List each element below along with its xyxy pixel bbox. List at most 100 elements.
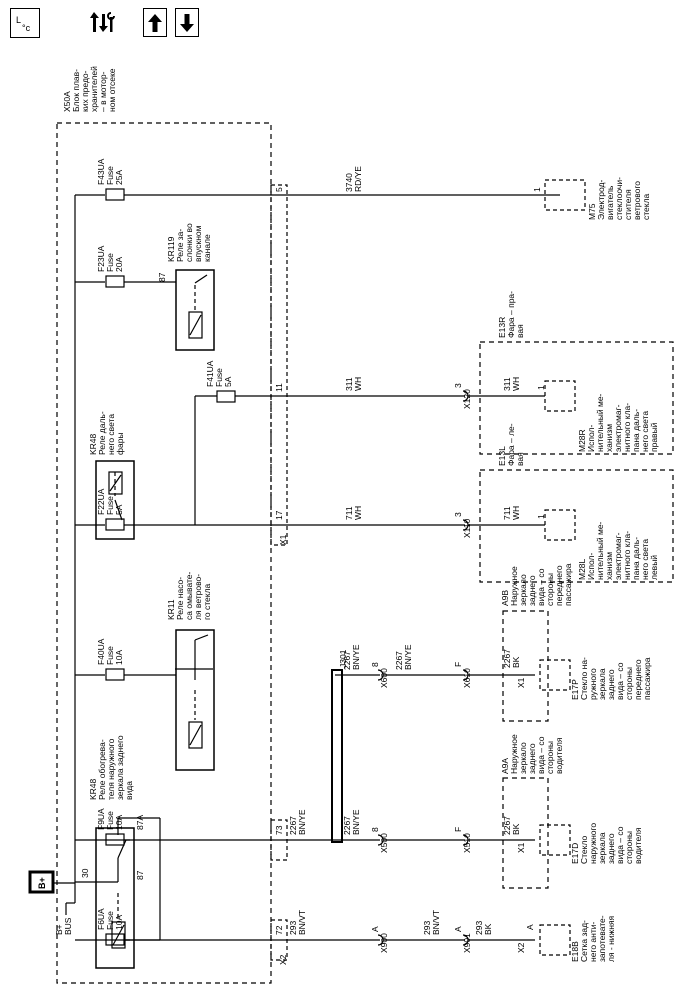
- component-desc: зеркала: [597, 668, 607, 700]
- component-ref: E17D: [570, 843, 580, 864]
- relay-pin-87: 87: [157, 272, 167, 282]
- fuse-label: 10A: [114, 915, 124, 930]
- pin-number: 17: [274, 510, 284, 520]
- fuse-label: F23UA: [96, 245, 106, 272]
- assembly-desc: вая: [515, 452, 525, 466]
- assembly-desc: Фара – пра-: [506, 291, 516, 338]
- relay-desc: теля наружного: [106, 738, 116, 800]
- wire-label: WH: [353, 506, 363, 520]
- assembly-desc: зеркало: [518, 742, 528, 774]
- fuse-block-title: Блок плав-: [71, 69, 81, 112]
- up-button[interactable]: [143, 8, 167, 37]
- relay-desc: го стекла: [202, 583, 212, 620]
- wire-label: 2267: [502, 649, 512, 668]
- component-desc: стороны: [624, 831, 634, 864]
- legend-button[interactable]: L °c: [10, 8, 40, 38]
- wire-label: BK: [483, 923, 493, 935]
- assembly-ref: A9B: [500, 590, 510, 606]
- component-desc: нитного кла-: [622, 531, 632, 580]
- pin-number: 11: [274, 383, 284, 392]
- connector-x2-label: X2: [278, 954, 288, 965]
- arrow-down-icon: [180, 13, 194, 32]
- component-desc: него света: [640, 539, 650, 580]
- connector-pin: 3: [453, 512, 463, 517]
- assembly-desc: стороны: [545, 573, 555, 606]
- fuse-block-title: ких предо-: [80, 70, 90, 112]
- wire-label: 293: [288, 921, 298, 935]
- wire-label: 293: [422, 921, 432, 935]
- assembly-desc: заднего: [527, 743, 537, 774]
- splice-label: J301: [338, 649, 348, 668]
- fuse-label: 25A: [114, 170, 124, 185]
- connector-ref: X1: [516, 842, 526, 853]
- component-desc: Сетка зад-: [579, 920, 589, 962]
- wire-label: BN/YE: [351, 809, 361, 835]
- connector-ref: X120: [462, 389, 472, 409]
- connector-pin: 3: [453, 383, 463, 388]
- down-button[interactable]: [175, 8, 199, 37]
- component-desc: электромаг-: [613, 404, 623, 452]
- fuse-block-ref: X50A: [62, 91, 72, 112]
- connector-pin: A: [453, 926, 463, 932]
- assembly-desc: заднего: [527, 575, 537, 606]
- component-desc: нительный ме-: [595, 521, 605, 580]
- component-desc: стекла: [641, 193, 651, 220]
- fuse-label: Fuse: [105, 811, 115, 830]
- wire-label: 2267: [342, 651, 352, 670]
- relay-ref: KR48: [88, 433, 98, 455]
- relay-desc: ля ветрово-: [193, 574, 203, 620]
- component-desc: запотевате-: [597, 915, 607, 962]
- wire-label: 311: [344, 377, 354, 391]
- wire-label: BK: [511, 823, 521, 835]
- wire-label: BK: [511, 656, 521, 668]
- fuse-label: Fuse: [105, 166, 115, 185]
- connector-ref: X600: [379, 668, 389, 688]
- assembly-desc: вая: [515, 324, 525, 338]
- connector-pin: 1: [536, 385, 546, 390]
- fuse-label: 10A: [114, 815, 124, 830]
- component-desc: стителя: [623, 189, 633, 220]
- component-ref: M28R: [577, 429, 587, 452]
- connector-ref: X2: [516, 942, 526, 953]
- pin-number: 5: [274, 187, 284, 192]
- connector-ref: X510: [462, 833, 472, 853]
- relay-desc: канале: [202, 234, 212, 262]
- component-desc: ружного: [588, 668, 598, 700]
- component-desc: стороны: [624, 667, 634, 700]
- component-desc: наружного: [588, 823, 598, 864]
- legend-symbol: °c: [22, 23, 31, 33]
- wire-label: 2267: [288, 816, 298, 835]
- assembly-desc: Фара – ле-: [506, 423, 516, 466]
- component-desc: заднего: [606, 669, 616, 700]
- fuse-label: F6UA: [96, 908, 106, 930]
- arrows-wrench-icon: [90, 12, 115, 32]
- component-desc: Испол-: [586, 425, 596, 452]
- assembly-ref: A9A: [500, 758, 510, 774]
- fuse-label: Fuse: [105, 911, 115, 930]
- relay-desc: Реле даль-: [97, 411, 107, 455]
- wire-label: 711: [344, 506, 354, 520]
- fuse-label: F22UA: [96, 488, 106, 515]
- fuse-label: F43UA: [96, 158, 106, 185]
- component-desc: зеркала: [597, 832, 607, 864]
- wire-label: 2267: [502, 816, 512, 835]
- wire-label: WH: [511, 377, 521, 391]
- relay-desc: зеркала заднего: [115, 735, 125, 800]
- connector-pin: F: [453, 662, 463, 667]
- relay-desc: Реле обогрева-: [97, 739, 107, 800]
- fuse-label: F9UA: [96, 808, 106, 830]
- connector-ref: X900: [379, 933, 389, 953]
- connector-x1-label: X1: [278, 534, 288, 545]
- component-desc: стеклоочи-: [614, 177, 624, 220]
- tools-button[interactable]: [87, 7, 119, 37]
- wire-label: 3740: [344, 173, 354, 192]
- component-desc: него света: [640, 411, 650, 452]
- component-desc: водителя: [633, 827, 643, 864]
- wire-label: BN/VT: [431, 910, 441, 935]
- wire-label: 711: [502, 506, 512, 520]
- component-desc: пана даль-: [631, 537, 641, 580]
- assembly-desc: вида – со: [536, 568, 546, 606]
- fuse-label: F40UA: [96, 638, 106, 665]
- wire-label: 293: [474, 921, 484, 935]
